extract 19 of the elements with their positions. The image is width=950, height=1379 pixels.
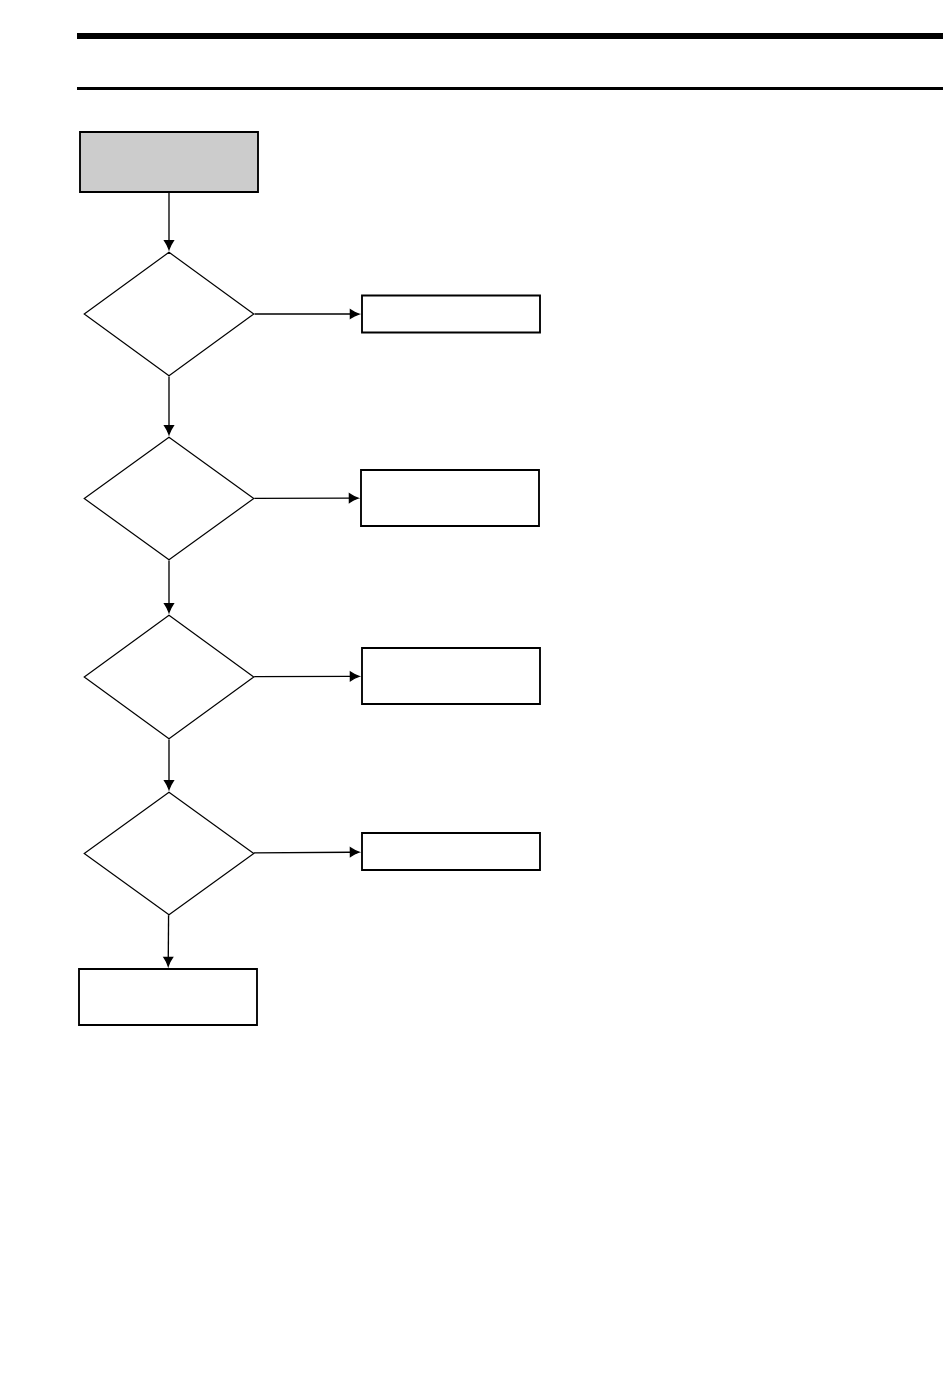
- process-box: [361, 832, 541, 871]
- arrow: [253, 847, 360, 858]
- arrow: [164, 375, 174, 435]
- process-box: [78, 968, 258, 1026]
- decision-diamond: [83, 614, 255, 740]
- arrow: [253, 493, 359, 504]
- decision-diamond: [83, 251, 255, 377]
- process-box: [361, 647, 541, 705]
- decision-diamond: [83, 436, 255, 561]
- process-box: [361, 294, 541, 334]
- arrow: [164, 738, 174, 790]
- process-box: [360, 469, 540, 527]
- arrow: [163, 914, 174, 967]
- decision-diamond: [83, 791, 255, 916]
- arrow: [253, 671, 360, 682]
- arrow: [164, 559, 174, 613]
- arrow: [164, 192, 174, 250]
- process-box: [79, 131, 259, 193]
- arrow: [253, 309, 360, 319]
